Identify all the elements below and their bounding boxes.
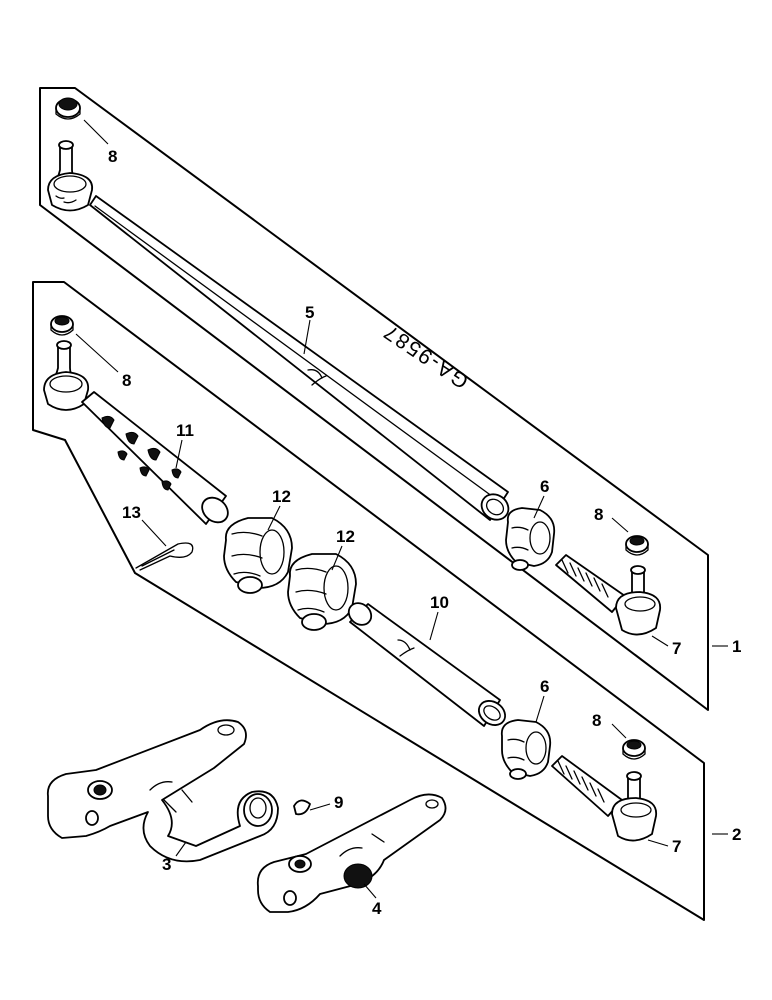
callout-8-left: 8 <box>122 371 131 390</box>
nut-8-top <box>55 97 81 120</box>
clamp-6-upper <box>505 507 556 571</box>
tie-rod-tube-5 <box>89 195 510 521</box>
callout-5: 5 <box>305 303 314 322</box>
callout-8-top: 8 <box>108 147 117 166</box>
clamp-12-left <box>223 517 293 594</box>
callout-8-right-lower: 8 <box>592 711 601 730</box>
callout-7-lower: 7 <box>672 837 681 856</box>
callout-6-lower: 6 <box>540 677 549 696</box>
callout-12-left: 12 <box>272 487 291 506</box>
nut-8-right-lower <box>622 739 646 760</box>
callout-4: 4 <box>372 899 382 918</box>
callout-8-right-upper: 8 <box>594 505 603 524</box>
tube-10 <box>347 602 506 727</box>
callout-9: 9 <box>334 793 343 812</box>
clamp-12-right <box>287 553 357 631</box>
ball-joint-lower-left <box>43 340 89 411</box>
callout-6-upper: 6 <box>540 477 549 496</box>
callout-2: 2 <box>732 825 741 844</box>
nut-8-right-upper <box>625 535 649 556</box>
assembly-2-frame <box>32 281 705 921</box>
callout-11: 11 <box>176 421 194 440</box>
callout-3: 3 <box>162 855 171 874</box>
nut-8-left <box>50 315 74 336</box>
callout-10: 10 <box>430 593 449 612</box>
drawing-number: GA-9587 <box>379 319 473 393</box>
leader-lines <box>75 119 728 899</box>
key-9 <box>293 799 311 816</box>
callout-12-right: 12 <box>336 527 355 546</box>
callout-1: 1 <box>732 637 741 656</box>
callout-7-upper: 7 <box>672 639 681 658</box>
clamp-6-lower <box>500 719 552 780</box>
cotter-pin-13 <box>135 542 194 571</box>
tie-rod-end-7-upper <box>555 554 662 636</box>
steering-arm-3 <box>46 719 279 863</box>
callout-13: 13 <box>122 503 141 522</box>
tie-rod-end-7-lower <box>551 755 658 842</box>
steering-arm-4 <box>256 793 447 913</box>
assembly-1-frame <box>39 87 709 711</box>
ball-joint-upper-left <box>47 140 93 212</box>
tube-11 <box>81 391 229 525</box>
